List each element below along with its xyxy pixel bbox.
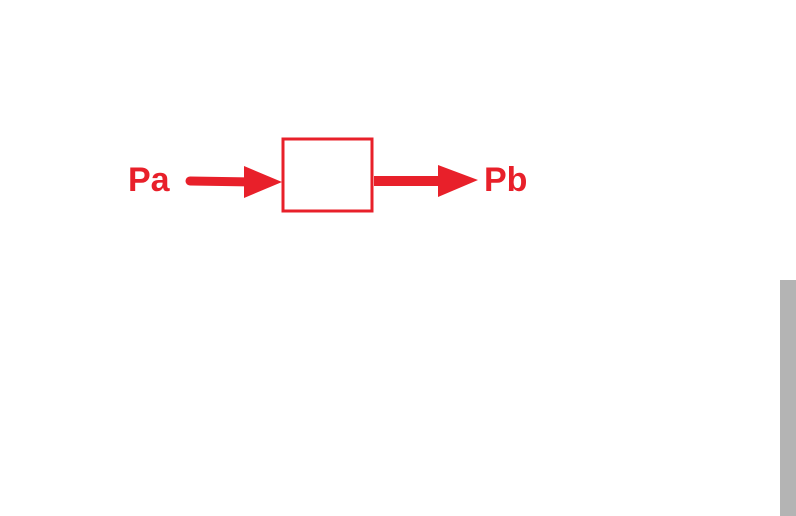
input-arrow-shaft bbox=[185, 176, 259, 187]
output-label: Pb bbox=[484, 161, 528, 199]
vertical-scrollbar-thumb[interactable] bbox=[780, 280, 796, 516]
input-label: Pa bbox=[128, 161, 170, 199]
output-arrow-head bbox=[438, 165, 478, 197]
input-arrow bbox=[185, 166, 282, 198]
process-box bbox=[281, 137, 374, 213]
input-arrow-head bbox=[244, 166, 282, 198]
output-arrow bbox=[374, 165, 478, 197]
